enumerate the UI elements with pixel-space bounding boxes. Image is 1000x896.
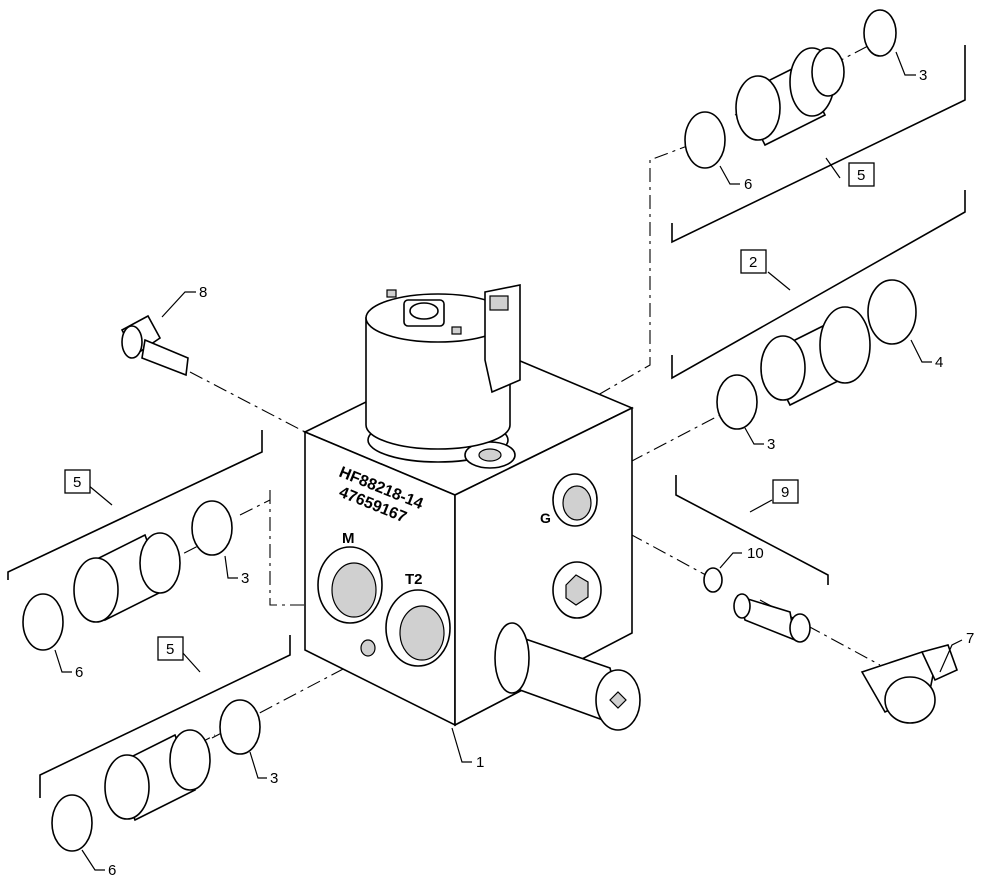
callout-box-5-lower-left xyxy=(157,636,184,661)
fitting-lower-left xyxy=(51,699,261,852)
fitting-middle-right xyxy=(716,279,917,430)
callout-box-5-upper-left xyxy=(64,469,91,494)
leader-lines xyxy=(54,51,963,871)
callout-3-lower-left: 3 xyxy=(270,770,278,787)
fitting-upper-right xyxy=(684,9,897,169)
boxed-callouts: 5 2 9 5 5 xyxy=(64,162,875,661)
callout-9: 9 xyxy=(781,484,789,501)
callout-2: 2 xyxy=(749,254,757,271)
callout-5-lower-left: 5 xyxy=(166,641,174,658)
port-label-m: M xyxy=(342,530,355,547)
valve-block xyxy=(303,284,641,731)
port-label-g: G xyxy=(540,510,551,526)
callout-10: 10 xyxy=(747,545,764,562)
callout-6-left: 6 xyxy=(75,664,83,681)
callout-5-upper-left: 5 xyxy=(73,474,81,491)
callout-1: 1 xyxy=(476,754,484,771)
callout-box-2 xyxy=(740,249,767,274)
callout-6-lower-left: 6 xyxy=(108,862,116,879)
callout-5-upper-right: 5 xyxy=(857,167,865,184)
callout-7: 7 xyxy=(966,630,974,647)
bolt xyxy=(120,314,189,377)
callout-3-left: 3 xyxy=(241,570,249,587)
group-brackets xyxy=(7,45,966,798)
callout-4: 4 xyxy=(935,354,943,371)
callout-6-upper-right: 6 xyxy=(744,176,752,193)
callout-3-middle-right: 3 xyxy=(767,436,775,453)
callout-box-5-upper-right xyxy=(848,162,875,187)
plain-callouts: 8 3 6 4 3 10 7 3 6 1 3 6 xyxy=(75,67,974,879)
fitting-test-point xyxy=(703,567,959,724)
callout-8: 8 xyxy=(199,284,207,301)
port-label-t2: T2 xyxy=(405,571,423,588)
fitting-upper-left xyxy=(22,500,233,651)
callout-box-9 xyxy=(772,479,799,504)
callout-3-upper-right: 3 xyxy=(919,67,927,84)
